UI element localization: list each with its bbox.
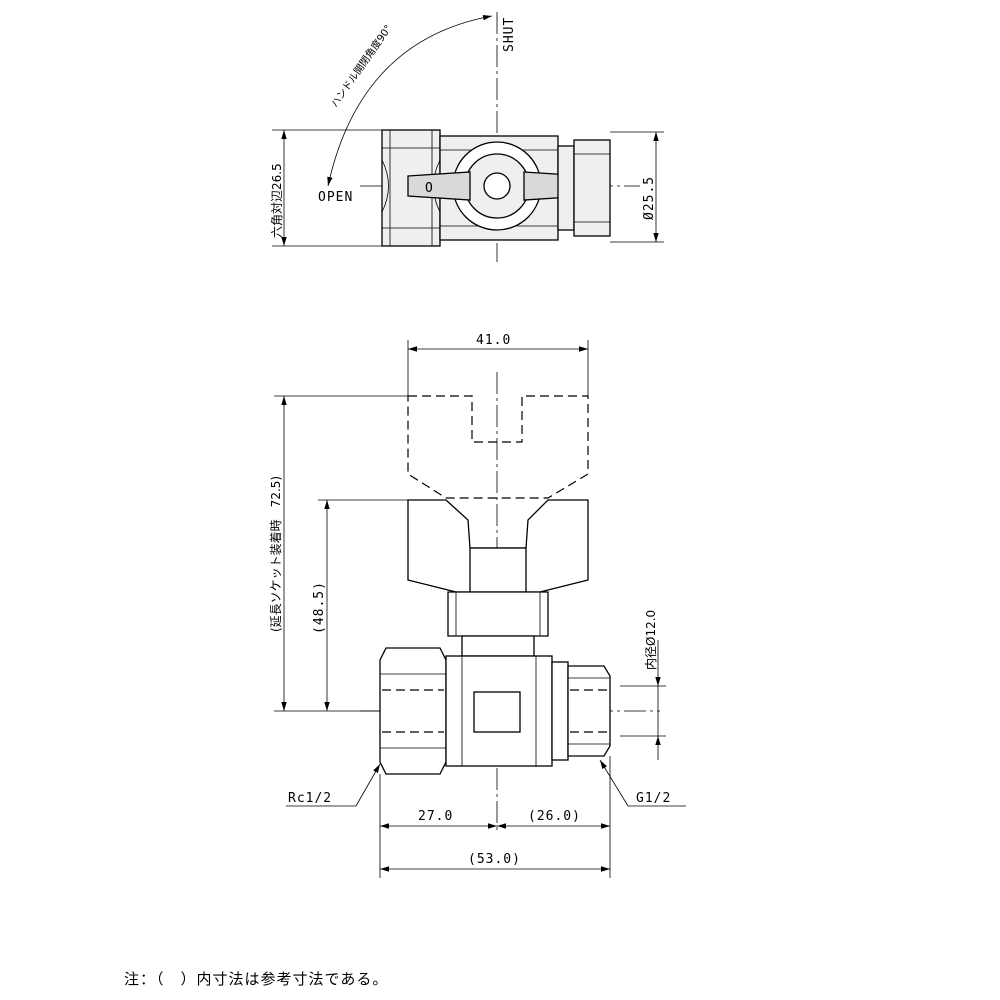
stem-neck [461, 635, 535, 657]
body-window [473, 691, 521, 733]
top-view: SHUT OPEN ハンドル開閉角度90° O S [270, 12, 664, 262]
open-label: OPEN [318, 190, 353, 205]
reference-note: 注：（ ）内寸法は参考寸法である。 [124, 970, 388, 988]
g-thread-label: G1/2 [636, 791, 671, 806]
dia-dimension-label: Ø25.5 [642, 176, 657, 220]
hex-dimension-label: 六角対辺26.5 [270, 163, 284, 238]
height-dimension-label: (48.5) [312, 581, 327, 634]
front-union-nut [567, 665, 611, 757]
width-dimension-label: 41.0 [476, 333, 511, 348]
rc-thread-label: Rc1/2 [288, 791, 332, 806]
front-union-collar [551, 661, 569, 761]
g-leader [599, 759, 629, 807]
ext-height-dimension-label: (延長ソケット装着時 72.5) [268, 476, 283, 632]
top-union-nut [573, 139, 611, 237]
gland-nut [447, 591, 549, 637]
top-handle-wing-left [407, 171, 471, 201]
rc-leader [355, 763, 381, 807]
handle-angle-arc [327, 14, 493, 187]
handle-boss [469, 547, 527, 593]
handle-angle-label: ハンドル開閉角度90° [328, 22, 395, 110]
handle-o-mark: O [425, 181, 434, 196]
front-view: 41.0 (延長ソケット装着時 72.5) (48.5) 内径Ø12.0 Rc1… [268, 333, 686, 878]
front-hex-nut [379, 647, 447, 775]
total-length-label: (53.0) [468, 852, 521, 867]
bore-dimension-label: 内径Ø12.0 [644, 610, 658, 670]
top-union-collar [557, 145, 575, 231]
left-length-label: 27.0 [418, 809, 453, 824]
top-stem-cap [483, 172, 511, 200]
shut-label: SHUT [502, 17, 517, 52]
extension-socket-outline [407, 395, 589, 499]
right-length-label: (26.0) [528, 809, 581, 824]
